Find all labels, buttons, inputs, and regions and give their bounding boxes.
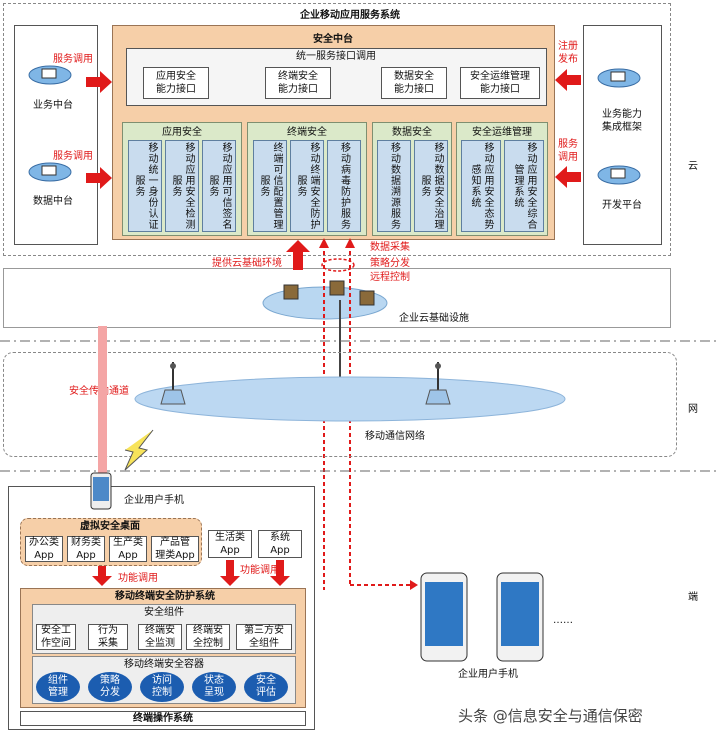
- protection-system-title: 移动终端安全防护系统: [115, 591, 215, 602]
- infra-cloud-shape: [260, 275, 390, 323]
- component-workspace: 安全工 作空间: [36, 624, 76, 650]
- data-collect-label: 数据采集: [370, 242, 410, 253]
- call-label-2: 功能调用: [240, 565, 280, 576]
- app-system: 系统 App: [258, 530, 302, 558]
- interface-terminal-security: 终端安全 能力接口: [265, 67, 331, 99]
- interface-ops-security: 安全运维管理 能力接口: [460, 67, 540, 99]
- service-trusted-config: 终端可信配置管理服务: [253, 140, 287, 232]
- virtual-desktop-title: 虚拟安全桌面: [80, 521, 140, 532]
- container-evaluation: 安全 评估: [244, 672, 288, 702]
- container-policy-dist: 策略 分发: [88, 672, 132, 702]
- service-data-tracing: 移动数据溯源服务: [377, 140, 411, 232]
- service-identity-auth: 移动统一身份认证服务: [128, 140, 162, 232]
- call-arrow-1: [92, 566, 112, 586]
- app-production: 生产类 App: [109, 536, 147, 562]
- unified-interface-label: 统一服务接口调用: [296, 51, 376, 62]
- component-behavior: 行为 采集: [88, 624, 128, 650]
- system-title: 企业移动应用服务系统: [300, 10, 400, 21]
- interface-app-security: 应用安全 能力接口: [143, 67, 209, 99]
- data-center-cloud-icon: [28, 160, 72, 182]
- integration-framework-label: 业务能力 集成框架: [602, 109, 642, 133]
- group-ops-management-title: 安全运维管理: [472, 127, 532, 138]
- infra-up-arrow: [286, 240, 310, 270]
- data-center-label: 数据中台: [33, 196, 73, 207]
- infra-label: 企业云基础设施: [399, 313, 469, 324]
- dev-platform-label: 开发平台: [602, 200, 642, 211]
- watermark: 头条 @信息安全与通信保密: [458, 707, 643, 725]
- group-terminal-security-title: 终端安全: [287, 127, 327, 138]
- left-call-arrow-2: [86, 167, 112, 189]
- right-call-arrow: [555, 166, 581, 188]
- service-app-detection: 移动应用安全检测服务: [165, 140, 199, 232]
- right-arrow-label-1: 注册 发布: [558, 41, 578, 65]
- app-product-mgmt: 产品管 理类App: [151, 536, 199, 562]
- integration-framework-cloud-icon: [597, 66, 641, 88]
- security-container-title: 移动终端安全容器: [124, 659, 204, 670]
- call-arrow-3: [270, 560, 290, 586]
- right-phone-2: [496, 572, 544, 662]
- security-platform-title: 安全中台: [313, 34, 353, 45]
- zone-label-end: 端: [688, 592, 698, 603]
- terminal-os: 终端操作系统: [20, 711, 306, 726]
- component-control: 终端安 全控制: [186, 624, 230, 650]
- interface-data-security: 数据安全 能力接口: [381, 67, 447, 99]
- phone-label: 企业用户手机: [124, 495, 184, 506]
- service-trusted-signature: 移动应用可信签名服务: [202, 140, 236, 232]
- service-terminal-protection: 移动终端安全防护服务: [290, 140, 324, 232]
- app-office: 办公类 App: [25, 536, 63, 562]
- app-finance: 财务类 App: [67, 536, 105, 562]
- left-call-arrow-1: [86, 71, 112, 93]
- service-data-governance: 移动数据安全治理服务: [414, 140, 448, 232]
- policy-dist-label: 策略分发: [370, 258, 410, 269]
- left-panel: [14, 25, 98, 245]
- zone-label-cloud: 云: [688, 161, 698, 172]
- container-access-control: 访问 控制: [140, 672, 184, 702]
- component-monitor: 终端安 全监测: [138, 624, 182, 650]
- group-data-security-title: 数据安全: [392, 127, 432, 138]
- zone-label-net: 网: [688, 404, 698, 415]
- container-status: 状态 呈现: [192, 672, 236, 702]
- base-station-icon-right: [420, 360, 456, 412]
- network-label: 移动通信网络: [365, 431, 425, 442]
- call-label-1: 功能调用: [118, 573, 158, 584]
- right-phone-1: [420, 572, 468, 662]
- cloud-zone-border: [3, 3, 671, 256]
- group-app-security-title: 应用安全: [162, 127, 202, 138]
- business-center-cloud-icon: [28, 63, 72, 85]
- secure-channel-pipe: [98, 326, 107, 474]
- business-center-label: 业务中台: [33, 100, 73, 111]
- remote-control-label: 远程控制: [370, 272, 410, 283]
- provide-env-label: 提供云基础环境: [212, 258, 282, 269]
- call-arrow-2: [220, 560, 240, 586]
- component-third-party: 第三方安 全组件: [236, 624, 292, 650]
- base-station-icon-left: [155, 360, 191, 412]
- phone-icon: [90, 472, 112, 510]
- network-cloud: [130, 365, 570, 425]
- network-zone-border: [3, 352, 677, 457]
- lightning-icon: [115, 428, 155, 472]
- right-phones-ellipsis: ……: [553, 615, 573, 626]
- security-components-title: 安全组件: [144, 607, 184, 618]
- left-arrow-label-1: 服务调用: [53, 54, 93, 65]
- app-life: 生活类 App: [208, 530, 252, 558]
- service-situation-awareness: 移动应用安全态势感知系统: [461, 140, 501, 232]
- right-register-arrow: [555, 69, 581, 91]
- right-arrow-label-2: 服务 调用: [558, 139, 578, 163]
- dev-platform-cloud-icon: [597, 163, 641, 185]
- service-integrated-management: 移动应用安全综合管理系统: [504, 140, 544, 232]
- service-virus-protection: 移动病毒防护服务: [327, 140, 361, 232]
- right-phones-label: 企业用户手机: [458, 669, 518, 680]
- container-component-mgmt: 组件 管理: [36, 672, 80, 702]
- right-panel: [583, 25, 662, 245]
- left-arrow-label-2: 服务调用: [53, 151, 93, 162]
- terminal-panel: [8, 486, 315, 730]
